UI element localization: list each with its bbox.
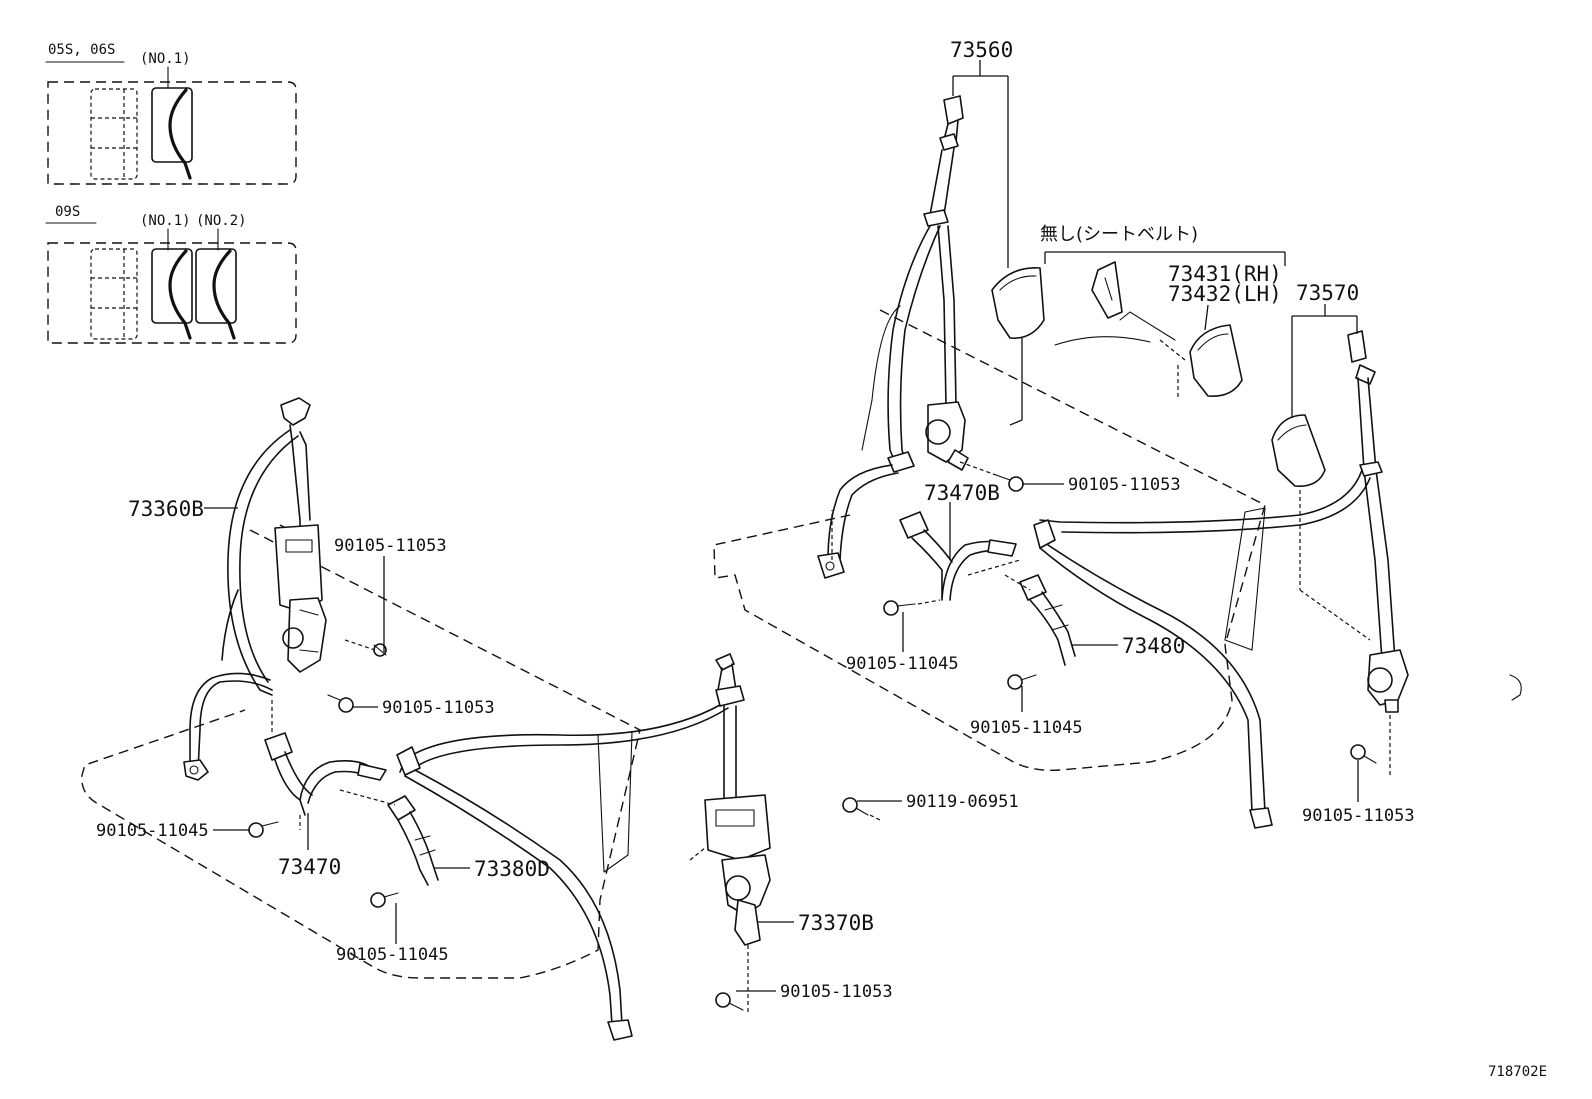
variant-a-no1-label: (NO.1) [140,51,191,67]
part-label-73570: 73570 [1296,281,1359,305]
variant-a-label: 05S, 06S [48,42,115,58]
bolt-label: 90105-11053 [334,536,447,556]
part-label-73431: 73431(RH) [1168,262,1282,286]
bolt-icon [370,892,399,908]
bolt-icon [883,600,916,616]
bolt-labels: 90105-11053 90105-11053 90105-11053 9010… [96,475,1415,1002]
part-label-73470B: 73470B [924,481,1000,505]
bolt-icon [1007,674,1037,690]
rear-seat-belt-group-left [81,397,881,1041]
variant-b-no2-label: (NO.2) [196,213,247,229]
rear-seat-belt-group-right [713,95,1522,829]
bolt-label: 90105-11053 [1302,806,1415,826]
part-label-73480: 73480 [1122,634,1185,658]
bolt-icon [995,474,1024,492]
bolt-icon [248,821,279,838]
bolt-label: 90105-11053 [382,698,495,718]
variant-inset-b: 09S (NO.1) (NO.2) [45,204,297,344]
bolt-icon [1350,744,1377,764]
bolt-icon [327,694,354,713]
bolt-label: 90105-11053 [1068,475,1181,495]
bolt-label: 90105-11045 [846,654,959,674]
variant-b-label: 09S [55,204,80,220]
not-included-label: 無し(シートベルト) [1040,224,1198,245]
bolt-label: 90119-06951 [906,792,1019,812]
bolt-label: 90105-11045 [970,718,1083,738]
part-label-73432: 73432(LH) [1168,282,1282,306]
part-labels: 73560 無し(シートベルト) 73431(RH) 73432(LH) 735… [128,38,1359,935]
diagram-id: 718702E [1488,1064,1547,1080]
variant-inset-a: 05S, 06S (NO.1) [45,42,297,185]
part-label-73380D: 73380D [474,857,550,881]
bolt-label: 90105-11053 [780,982,893,1002]
bolt-icon [715,992,744,1011]
part-label-73370B: 73370B [798,911,874,935]
bolt-icon [842,797,869,816]
part-label-73560: 73560 [950,38,1013,62]
bolt-label: 90105-11045 [96,821,209,841]
leader-lines [204,60,1359,992]
variant-b-no1-label: (NO.1) [140,213,191,229]
part-label-73360B: 73360B [128,497,204,521]
bolt-label: 90105-11045 [336,945,449,965]
part-label-73470: 73470 [278,855,341,879]
